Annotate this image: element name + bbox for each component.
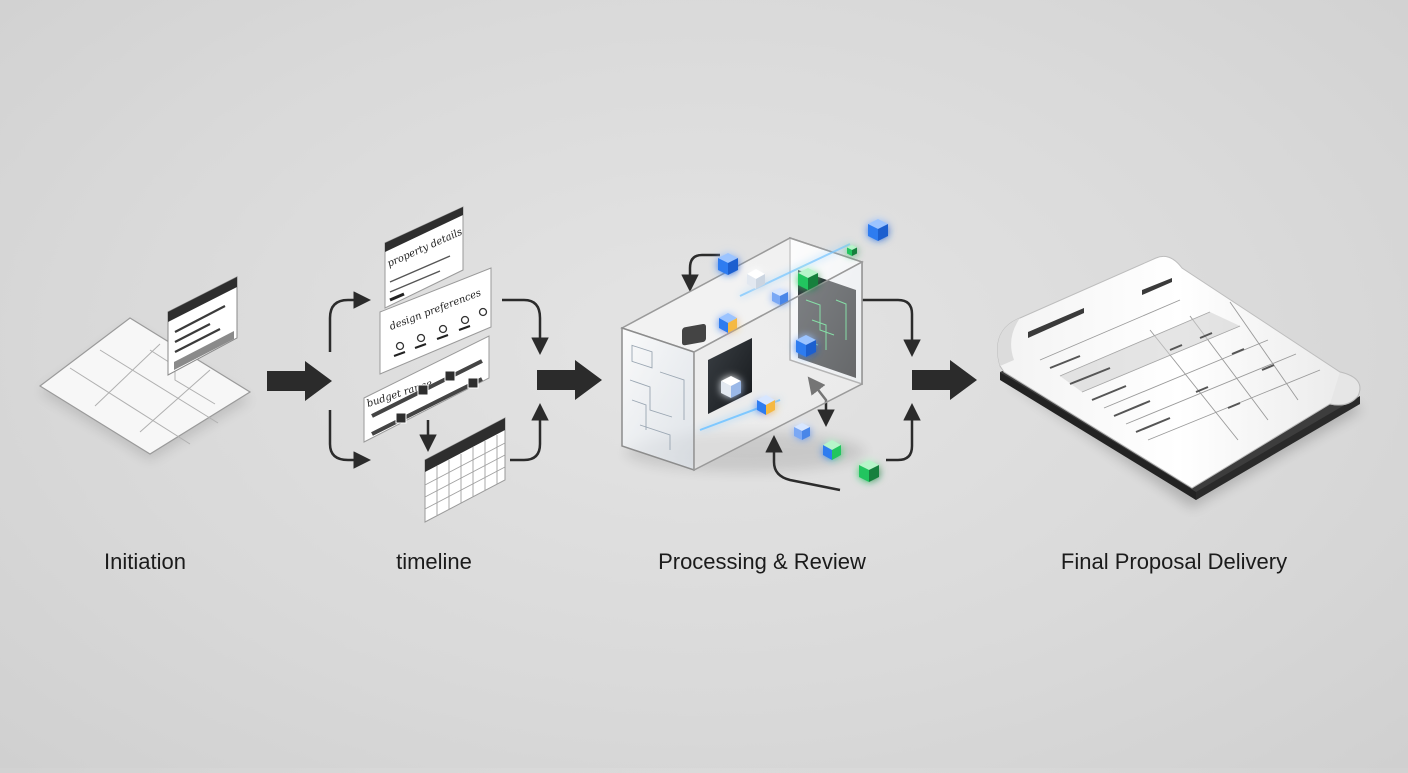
branch-arrow-top-left <box>328 291 371 352</box>
branch-arrow-top-right <box>502 298 549 355</box>
branch-arrow-bottom-left <box>328 410 371 469</box>
cube-white-2 <box>721 376 741 398</box>
cube-green-2 <box>823 440 841 460</box>
cube-blue-2 <box>772 288 788 305</box>
data-cubes <box>718 219 888 482</box>
stage-label-processing: Processing & Review <box>658 549 866 574</box>
branch-arrow-bottom-right <box>510 403 549 462</box>
cube-blue-5 <box>757 395 775 415</box>
cube-white-1 <box>747 269 765 289</box>
loop-arrow-top-left <box>681 253 720 292</box>
delivery-illustration <box>997 255 1362 508</box>
document-page <box>997 255 1361 489</box>
loop-arrow-right-top <box>862 298 921 357</box>
processor-core <box>708 338 752 414</box>
cube-blue-3 <box>719 313 737 333</box>
processing-illustration <box>620 219 921 492</box>
flow-arrow-3 <box>912 360 977 400</box>
cube-blue-7 <box>868 219 888 241</box>
processor-circuit-panel <box>629 344 685 450</box>
stage-label-initiation: Initiation <box>104 549 186 574</box>
loop-arrow-bottom <box>765 435 841 492</box>
cube-blue-4 <box>796 335 816 357</box>
floor-plan-lines <box>69 343 219 445</box>
stage-label-delivery: Final Proposal Delivery <box>1060 549 1288 574</box>
card-budget-range: budget range <box>363 335 490 443</box>
cube-blue-6 <box>794 423 810 440</box>
stage-label-timeline: timeline <box>396 549 472 574</box>
floor-plan-sheet <box>38 317 252 455</box>
cube-green-3 <box>859 460 879 482</box>
timeline-illustration: property details design preferences <box>328 206 549 523</box>
flow-arrow-1 <box>267 361 332 401</box>
flow-arrow-2 <box>537 360 602 400</box>
loop-arrow-center <box>807 376 835 427</box>
loop-arrow-right-bottom <box>886 403 921 462</box>
cube-green-4 <box>847 245 857 256</box>
initiation-illustration <box>38 276 252 460</box>
cube-blue-1 <box>718 253 738 275</box>
initiation-form-window <box>167 276 238 376</box>
calendar-widget <box>424 417 506 523</box>
card-property-details: property details <box>384 206 464 309</box>
cube-green-1 <box>798 268 818 290</box>
